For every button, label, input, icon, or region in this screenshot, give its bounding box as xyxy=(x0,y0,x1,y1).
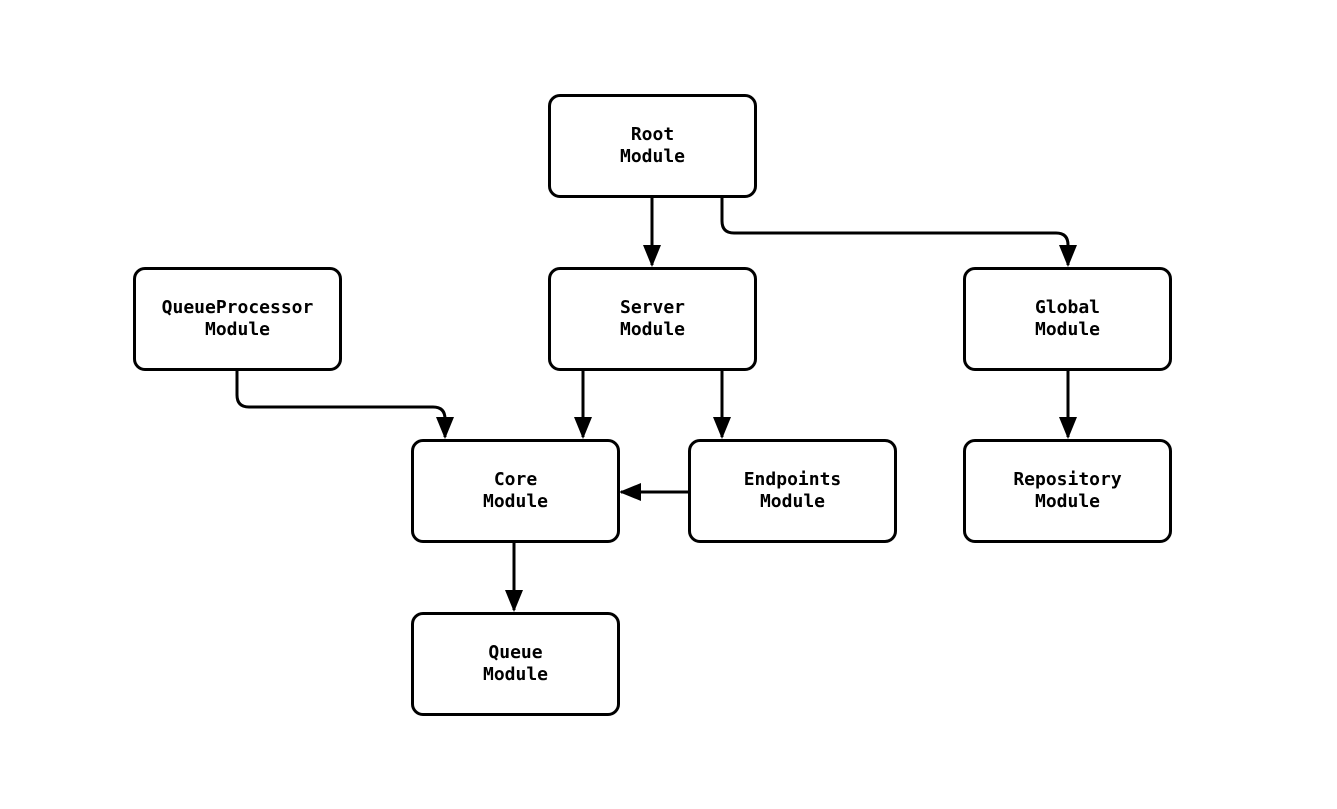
node-root-module: Root Module xyxy=(548,94,757,198)
node-repository-module: Repository Module xyxy=(963,439,1172,543)
node-server-module: Server Module xyxy=(548,267,757,371)
node-global-module-label: Global Module xyxy=(1034,297,1101,340)
node-queue-module: Queue Module xyxy=(411,612,620,716)
node-queue-module-label: Queue Module xyxy=(482,642,549,685)
node-queueprocessor-module-label: QueueProcessor Module xyxy=(161,297,314,340)
node-repository-module-label: Repository Module xyxy=(1013,469,1122,512)
node-root-module-label: Root Module xyxy=(619,124,686,167)
node-server-module-label: Server Module xyxy=(619,297,686,340)
node-core-module-label: Core Module xyxy=(482,469,549,512)
node-endpoints-module: Endpoints Module xyxy=(688,439,897,543)
node-endpoints-module-label: Endpoints Module xyxy=(743,469,842,512)
node-core-module: Core Module xyxy=(411,439,620,543)
node-global-module: Global Module xyxy=(963,267,1172,371)
edge-queueprocessor-to-core xyxy=(235,371,454,439)
edge-root-to-global xyxy=(720,198,1077,267)
node-queueprocessor-module: QueueProcessor Module xyxy=(133,267,342,371)
